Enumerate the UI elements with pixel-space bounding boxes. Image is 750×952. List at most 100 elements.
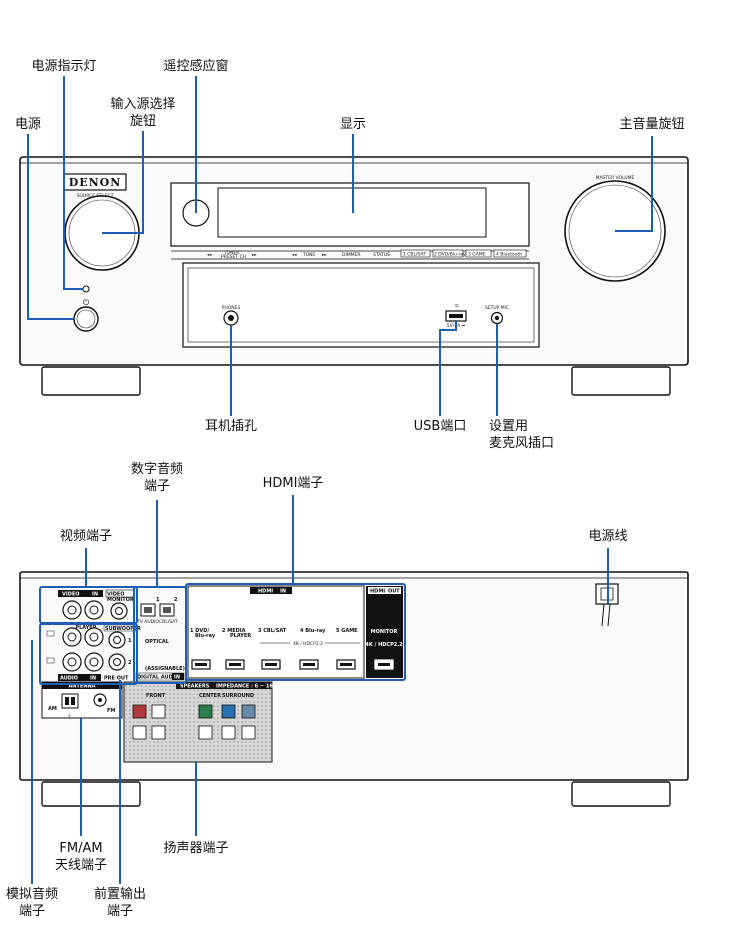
front-l-minus-terminal[interactable] [132, 725, 147, 740]
front-r-plus-terminal[interactable] [151, 704, 166, 719]
callout-video: 视频端子 [60, 529, 112, 544]
hdmi1-label: 1 DVD/ [190, 628, 209, 634]
hdcp-out-label: 4K / HDCP2.2 [365, 642, 403, 648]
audio-in-label: AUDIO [60, 676, 78, 682]
am-terminal[interactable] [61, 693, 79, 709]
setup-mic-label: SETUP MIC [485, 305, 509, 311]
assignable-label: (ASSIGNABLE) [145, 666, 185, 672]
optical-2-num: 2 [174, 597, 178, 603]
power-symbol-icon: ⏻ [83, 298, 90, 307]
callout-digital-audio-2: 端子 [144, 479, 170, 494]
antenna-label: ANTENNA [68, 684, 95, 690]
usb-icon: ⇆ [455, 303, 459, 309]
hdmi-in-title: HDMI [258, 589, 273, 595]
front-l-plus-terminal[interactable] [132, 704, 147, 719]
front-spk-label: FRONT [146, 693, 166, 699]
power-led [82, 285, 90, 293]
callout-digital-audio-1: 数字音频 [131, 461, 183, 477]
callout-source-select-1: 输入源选择 [110, 96, 175, 112]
callout-remote-sensor: 遥控感应窗 [163, 58, 228, 74]
video-in-tag: IN [92, 592, 98, 598]
surround-l-minus-terminal[interactable] [221, 725, 236, 740]
phones-label: PHONES [222, 305, 241, 311]
callout-display: 显示 [340, 117, 366, 132]
callout-power-cord: 电源线 [588, 529, 627, 544]
am-label: AM [48, 706, 57, 712]
callout-preout-2: 端子 [107, 904, 133, 919]
qs2-label: 2 DVD/Blu-ray [434, 252, 466, 258]
digital-audio-label: DIGITAL AUDIO [137, 675, 179, 681]
quick-select-1-button[interactable] [400, 249, 431, 258]
fm-label: FM [107, 708, 115, 714]
preout-label: PRE OUT [104, 676, 129, 682]
preset-plus-icon[interactable]: ▸▸ [252, 253, 257, 258]
tuner-label: TUNER [223, 250, 239, 256]
hdmi2b-label: PLAYER [230, 633, 251, 639]
power-cord [601, 603, 611, 627]
hdmi2-label: 2 MEDIA [222, 628, 246, 634]
hdmi-monitor-label: MONITOR [371, 629, 398, 635]
surround-r-minus-terminal[interactable] [241, 725, 256, 740]
front-panel: DENON SOURCE SELECT ⏻ ◂◂ TUNER PRESET CH… [19, 156, 689, 396]
center-spk-label: CENTER [199, 693, 221, 699]
callout-source-select-2: 旋钮 [130, 114, 156, 129]
master-volume-label: MASTER VOLUME [596, 175, 635, 181]
callout-setup-mic-2: 麦克风插口 [489, 436, 554, 451]
quick-select-3-button[interactable] [465, 249, 492, 258]
preset-minus-icon[interactable]: ◂◂ [207, 253, 212, 258]
front-right-foot [571, 366, 671, 396]
callout-headphone: 耳机插孔 [205, 419, 257, 434]
brand-text: DENON [69, 176, 122, 189]
rear-highlight-boxes [39, 583, 406, 685]
optical-cbl-sat-label: CBL/SAT [159, 619, 178, 625]
callout-analog-audio-2: 端子 [19, 904, 45, 919]
front-r-minus-terminal[interactable] [151, 725, 166, 740]
tune-label: TUNE [302, 252, 315, 258]
hdmi-out-title: HDMI [370, 589, 385, 595]
speaker-terminals [132, 704, 256, 740]
optical-1-num: 1 [156, 597, 160, 603]
front-callout-lines [27, 76, 653, 416]
rear-right-foot [571, 781, 671, 807]
tune-minus-icon[interactable]: ◂◂ [292, 253, 297, 258]
callout-power: 电源 [15, 117, 41, 132]
video-in-label: VIDEO [62, 592, 80, 598]
status-button[interactable]: STATUS [373, 252, 390, 258]
qs1-label: 1 CBL/SAT [403, 252, 426, 258]
dimmer-button[interactable]: DIMMER [342, 252, 361, 258]
power-button[interactable] [73, 306, 99, 332]
audio-in-tag: IN [90, 676, 96, 682]
center-plus-terminal[interactable] [198, 704, 213, 719]
subwoofer-label: SUBWOOFER [105, 626, 141, 632]
preset-ch-label: PRESET CH [221, 254, 246, 260]
quick-select-4-button[interactable] [493, 249, 527, 258]
rear-callout-lines [31, 495, 609, 884]
impedance-label: IMPEDANCE : 6 ~ 16Ω [216, 684, 278, 690]
speakers-label: SPEAKERS [180, 684, 210, 690]
center-minus-terminal[interactable] [198, 725, 213, 740]
hdmi5-label: 5 GAME [336, 628, 358, 634]
callout-analog-audio-1: 模拟音频 [6, 886, 58, 902]
callout-fm-am-2: 天线端子 [55, 858, 107, 873]
callout-hdmi: HDMI端子 [263, 476, 324, 491]
hdmi4-label: 4 Blu-ray [300, 628, 326, 634]
callout-speakers: 扬声器端子 [163, 841, 228, 856]
rear-left-foot [41, 781, 141, 807]
surround-l-plus-terminal[interactable] [221, 704, 236, 719]
hdcp-in-label: 4K / HDCP2.2 [293, 641, 323, 647]
sub2-label: 2 [128, 660, 132, 666]
video-out-label: VIDEO [107, 592, 125, 598]
tune-plus-icon[interactable]: ▸▸ [322, 253, 327, 258]
surround-spk-label: SURROUND [222, 693, 254, 699]
hdmi1b-label: Blu-ray [195, 633, 216, 639]
ground-icon: ⏚ [67, 712, 72, 719]
hdmi-in-ports [191, 659, 356, 670]
audio-player-label: PLAYER [75, 625, 96, 631]
front-door-panel [182, 262, 540, 348]
surround-r-plus-terminal[interactable] [241, 704, 256, 719]
tv-audio-label: TV AUDIO [136, 619, 159, 625]
quick-select-2-button[interactable] [432, 249, 464, 258]
video-monitor-tag: MONITOR [107, 597, 134, 603]
hdmi-in-tag: IN [280, 589, 286, 595]
